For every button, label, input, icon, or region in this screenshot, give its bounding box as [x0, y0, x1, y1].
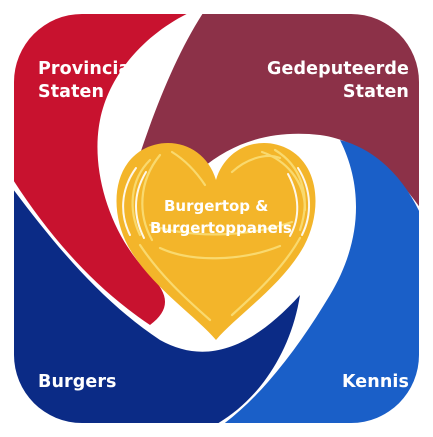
provinciale-staten-label: Provinciale Staten: [38, 58, 149, 104]
gedeputeerde-staten-line1: Gedeputeerde: [267, 59, 409, 79]
kennis-segment: [215, 140, 419, 423]
burgers-label: Burgers: [38, 372, 117, 392]
gedeputeerde-staten-line2: Staten: [342, 82, 409, 102]
provinciale-staten-segment: [14, 14, 195, 325]
provinciale-staten-line1: Provinciale: [38, 59, 149, 79]
heart-label-line1: Burgertop &: [164, 197, 269, 215]
provinciale-staten-line2: Staten: [38, 82, 105, 102]
gedeputeerde-staten-label: Gedeputeerde Staten: [267, 58, 409, 104]
burgers-segment: [14, 185, 300, 423]
heart-label: Burgertop & Burgertoppanels: [150, 195, 292, 239]
heart-label-line2: Burgertoppanels: [150, 219, 292, 237]
kennis-label: Kennis: [341, 372, 409, 392]
heart-shape: [116, 142, 316, 340]
